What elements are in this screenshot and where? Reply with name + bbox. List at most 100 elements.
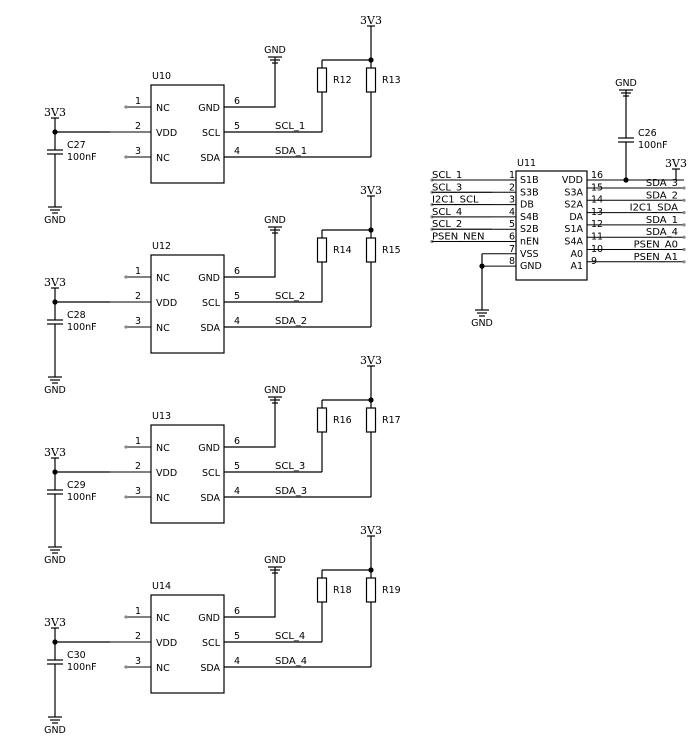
net-label: PSEN_NEN <box>432 232 484 243</box>
gnd-label: GND <box>44 385 66 396</box>
pin-number: 1 <box>135 606 141 617</box>
net-label: SCL_1 <box>432 170 462 181</box>
net-label: SCL_2 <box>432 219 462 230</box>
resistor-body <box>365 577 377 603</box>
sensor-chip <box>150 424 225 524</box>
net-label: PSEN_A0 <box>634 240 678 251</box>
resistor-label: R13 <box>382 75 401 86</box>
pin-number: 9 <box>591 256 597 267</box>
capacitor-label: C29 <box>67 480 86 491</box>
pin-number: 1 <box>509 170 515 181</box>
sensor-chip <box>150 594 225 694</box>
pin-number: 5 <box>234 631 240 642</box>
pin-end <box>682 186 686 190</box>
resistor-label: R15 <box>382 245 401 256</box>
pin-name: S1B <box>520 175 539 186</box>
pin-name: NC <box>156 663 170 674</box>
net-label: SDA_1 <box>646 215 678 226</box>
pin-name: VDD <box>156 638 177 649</box>
vcc-symbol: 3V3 <box>360 354 382 370</box>
pin-name: S3B <box>520 187 539 198</box>
pin-name: S2A <box>564 200 583 211</box>
resistor-body <box>316 577 328 603</box>
vcc-symbol: 3V3 <box>360 524 382 540</box>
pin-name: A1 <box>570 261 583 272</box>
gnd-symbol: GND <box>471 300 493 329</box>
pin-name: A0 <box>570 249 583 260</box>
pin-number: 3 <box>135 656 141 667</box>
resistor: R12 <box>316 60 352 132</box>
net-label-scl: SCL_4 <box>275 631 305 642</box>
pin-end <box>124 615 128 619</box>
pin-number: 6 <box>509 232 515 243</box>
chip-ref: U10 <box>152 71 171 82</box>
pin-number: 16 <box>591 170 603 181</box>
resistor-label: R18 <box>333 585 352 596</box>
pin-end <box>124 105 128 109</box>
net-label: SDA_2 <box>646 190 678 201</box>
net-label-sda: SDA_3 <box>275 486 307 497</box>
wire-gnd <box>224 581 276 618</box>
pin-name: S3A <box>564 187 583 198</box>
pin-number: 13 <box>591 207 603 218</box>
pin-name: NC <box>156 443 170 454</box>
pin-name: SDA <box>200 493 220 504</box>
resistor-label: R17 <box>382 415 401 426</box>
vcc-label: 3V3 <box>44 106 66 119</box>
pin-end <box>124 445 128 449</box>
net-label: SDA_4 <box>646 227 678 238</box>
pin-name: SCL <box>202 638 221 649</box>
resistor-label: R16 <box>333 415 352 426</box>
pin-name: SCL <box>202 128 221 139</box>
vcc-label: 3V3 <box>360 354 382 367</box>
pin-number: 4 <box>234 656 240 667</box>
pin-name: S4B <box>520 212 539 223</box>
pin-number: 1 <box>135 266 141 277</box>
gnd-label: GND <box>44 215 66 226</box>
vcc-label: 3V3 <box>360 184 382 197</box>
chip-ref: U14 <box>152 581 171 592</box>
pin-number: 12 <box>591 219 603 230</box>
sensor-block-u14: U141NC2VDD3NC6GND5SCL4SDA3V3C30100nFGNDG… <box>44 524 401 736</box>
gnd-label: GND <box>264 45 286 56</box>
gnd-label: GND <box>44 725 66 736</box>
gnd-symbol: GND <box>264 555 286 581</box>
gnd-label: GND <box>471 318 493 329</box>
net-label-sda: SDA_2 <box>275 316 307 327</box>
capacitor-label: C30 <box>67 650 86 661</box>
junction-dot <box>479 263 485 269</box>
pin-number: 5 <box>234 461 240 472</box>
pin-end <box>124 275 128 279</box>
gnd-symbol: GND <box>44 707 66 736</box>
pin-number: 6 <box>234 436 240 447</box>
capacitor-value: 100nF <box>67 662 97 673</box>
vcc-symbol: 3V3 <box>44 616 66 632</box>
resistor-label: R19 <box>382 585 401 596</box>
wire-gnd <box>224 241 276 278</box>
resistor-body <box>316 67 328 93</box>
pin-number: 2 <box>135 631 141 642</box>
pin-end <box>124 325 128 329</box>
pin-name: NC <box>156 273 170 284</box>
pin-number: 14 <box>591 195 603 206</box>
vcc-symbol: 3V3 <box>44 276 66 292</box>
net-label-sda: SDA_1 <box>275 146 307 157</box>
pin-number: 3 <box>135 146 141 157</box>
vcc-symbol: 3V3 <box>44 446 66 462</box>
pin-end <box>124 665 128 669</box>
vcc-label: 3V3 <box>360 14 382 27</box>
resistor: R14 <box>316 230 352 302</box>
pin-name: SCL <box>202 298 221 309</box>
vcc-label: 3V3 <box>44 276 66 289</box>
pin-number: 1 <box>135 96 141 107</box>
resistor-body <box>365 237 377 263</box>
pin-number: 7 <box>509 244 515 255</box>
capacitor-value: 100nF <box>67 152 97 163</box>
sensor-block-u13: U131NC2VDD3NC6GND5SCL4SDA3V3C29100nFGNDG… <box>44 354 401 566</box>
